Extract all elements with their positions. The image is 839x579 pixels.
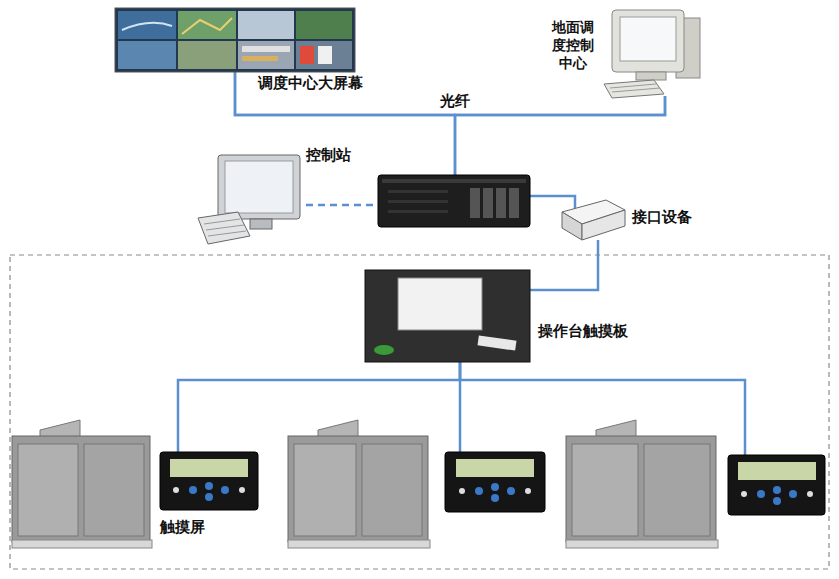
console-node: 操作台触摸板 [365,270,530,362]
computer-node: 地面调度控制中心 [600,8,700,96]
touch-screen-node [445,452,545,512]
server [378,175,530,227]
device-label: 控制站 [306,146,351,165]
console-panel [365,270,530,362]
interface-box [562,200,625,240]
workstation [198,155,300,244]
cabinet [566,420,718,548]
field-region [10,255,829,569]
device-label: 调度中心大屏幕 [258,74,363,93]
touch-screen [445,452,545,512]
touch-screen [160,452,258,510]
touch-screen-node [728,455,825,515]
connector-line [235,72,665,115]
connector-line [530,240,598,290]
device-label: 操作台触摸板 [538,322,628,341]
video-wall [115,8,355,72]
interface-node: 接口设备 [562,200,625,240]
workstation-node: 控制站 [196,152,302,246]
device-label: 接口设备 [632,208,692,227]
connector-line [455,96,665,175]
cabinet [12,420,152,548]
connector-line [530,196,575,210]
touch-screen [728,455,825,515]
server-node [378,175,530,227]
connector-line [306,204,378,207]
desktop-computer [604,10,700,98]
touch-screen-node: 触摸屏 [160,452,258,510]
edge-label: 光纤 [438,92,472,111]
device-label: 触摸屏 [160,518,205,537]
device-label: 地面调度控制中心 [550,18,596,73]
cabinet [288,420,430,548]
video-wall-node: 调度中心大屏幕 [115,8,355,72]
